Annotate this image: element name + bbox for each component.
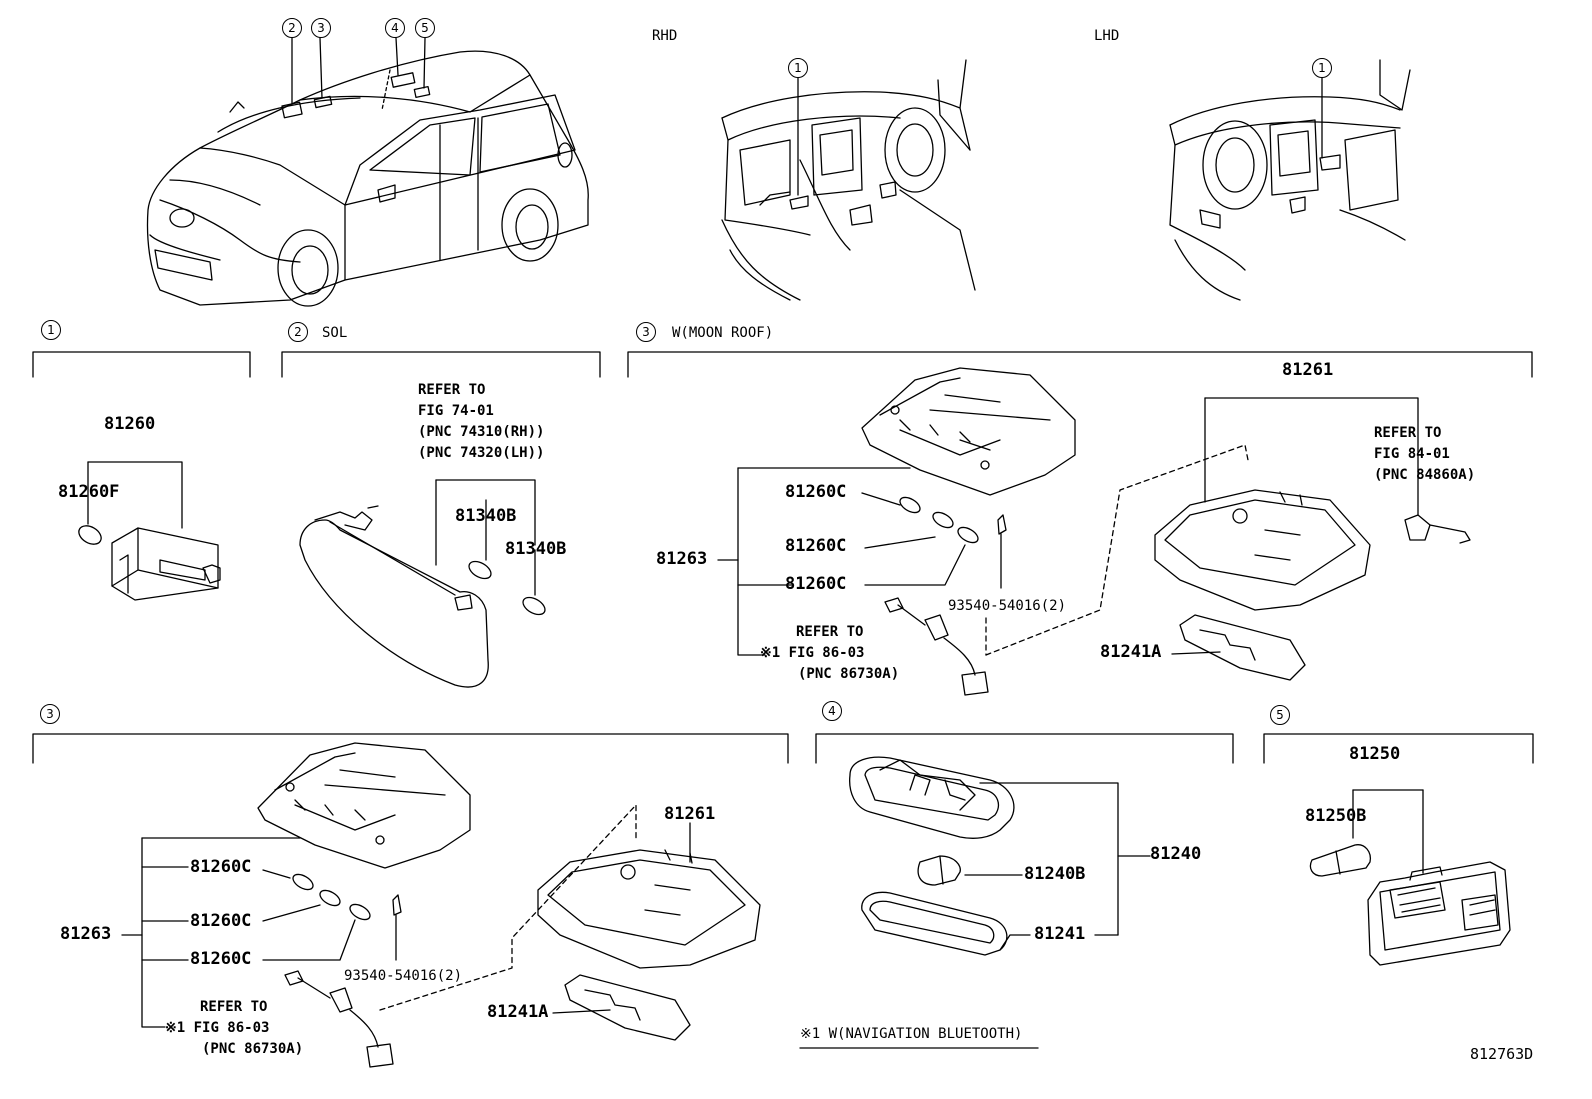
section3a-map-lamp <box>717 367 1471 696</box>
part-81240B[interactable]: 81240B <box>1024 864 1086 884</box>
callout-5[interactable]: 5 <box>415 18 435 38</box>
part-81250[interactable]: 81250 <box>1349 744 1401 764</box>
part-81241A-a[interactable]: 81241A <box>1100 642 1162 662</box>
rhd-dashboard-illustration <box>721 59 976 301</box>
part-81260C-a2[interactable]: 81260C <box>785 536 847 556</box>
section3a-number: 3 <box>636 322 656 342</box>
section3b-number: 3 <box>40 704 60 724</box>
nav-ref-a-line3: (PNC 86730A) <box>798 666 900 682</box>
part-81250B[interactable]: 81250B <box>1305 806 1367 826</box>
part-81340B-a[interactable]: 81340B <box>455 506 517 526</box>
nav-ref-a-line1: REFER TO <box>796 624 864 640</box>
section4-room-lamp <box>849 756 1151 956</box>
part-81260[interactable]: 81260 <box>104 414 156 434</box>
section4-number: 4 <box>822 701 842 721</box>
callout-1-rhd[interactable]: 1 <box>788 58 808 78</box>
part-81260C-b3[interactable]: 81260C <box>190 949 252 969</box>
rhd-view-label: RHD <box>652 28 678 44</box>
nav-ref-b-line3: (PNC 86730A) <box>202 1041 304 1057</box>
part-81260C-a3[interactable]: 81260C <box>785 574 847 594</box>
section-brackets <box>32 351 1534 764</box>
mic-ref-line2[interactable]: FIG 84-01 <box>1374 446 1450 462</box>
part-81261-a[interactable]: 81261 <box>1282 360 1334 380</box>
bolt-93540-b[interactable]: 93540-54016(2) <box>344 968 463 984</box>
section5-lamp <box>1309 789 1511 966</box>
callout-3[interactable]: 3 <box>311 18 331 38</box>
callout-1-lhd[interactable]: 1 <box>1312 58 1332 78</box>
section3b-map-lamp <box>121 742 761 1068</box>
visor-ref-line3: (PNC 74310(RH)) <box>418 424 545 440</box>
mic-ref-line1: REFER TO <box>1374 425 1442 441</box>
bolt-93540-a[interactable]: 93540-54016(2) <box>948 598 1067 614</box>
mic-ref-line3: (PNC 84860A) <box>1374 467 1476 483</box>
part-81260C-b1[interactable]: 81260C <box>190 857 252 877</box>
callout-4[interactable]: 4 <box>385 18 405 38</box>
part-81263-b[interactable]: 81263 <box>60 924 112 944</box>
section2-visor <box>299 479 546 688</box>
part-81240[interactable]: 81240 <box>1150 844 1202 864</box>
part-81260C-a1[interactable]: 81260C <box>785 482 847 502</box>
section1-number: 1 <box>41 320 61 340</box>
part-81241A-b[interactable]: 81241A <box>487 1002 549 1022</box>
section3a-title: W(MOON ROOF) <box>672 325 774 341</box>
section2-number: 2 <box>288 322 308 342</box>
visor-ref-line4: (PNC 74320(LH)) <box>418 445 545 461</box>
visor-ref-line2[interactable]: FIG 74-01 <box>418 403 494 419</box>
part-81340B-b[interactable]: 81340B <box>505 539 567 559</box>
vehicle-illustration <box>146 37 589 307</box>
footnote: ※1 W(NAVIGATION BLUETOOTH) <box>800 1026 1023 1042</box>
nav-ref-a-line2[interactable]: ※1 FIG 86-03 <box>760 645 865 661</box>
part-81263-a[interactable]: 81263 <box>656 549 708 569</box>
visor-ref-line1: REFER TO <box>418 382 486 398</box>
nav-ref-b-line2[interactable]: ※1 FIG 86-03 <box>165 1020 270 1036</box>
figure-id: 812763D <box>1470 1045 1534 1063</box>
nav-ref-b-line1: REFER TO <box>200 999 268 1015</box>
section1-parts <box>78 461 221 601</box>
lhd-view-label: LHD <box>1094 28 1120 44</box>
part-81261-b[interactable]: 81261 <box>664 804 716 824</box>
section5-number: 5 <box>1270 705 1290 725</box>
part-81260C-b2[interactable]: 81260C <box>190 911 252 931</box>
part-81260F[interactable]: 81260F <box>58 482 120 502</box>
section2-title: SOL <box>322 325 348 341</box>
callout-2[interactable]: 2 <box>282 18 302 38</box>
lhd-dashboard-illustration <box>1169 59 1411 301</box>
part-81241[interactable]: 81241 <box>1034 924 1086 944</box>
